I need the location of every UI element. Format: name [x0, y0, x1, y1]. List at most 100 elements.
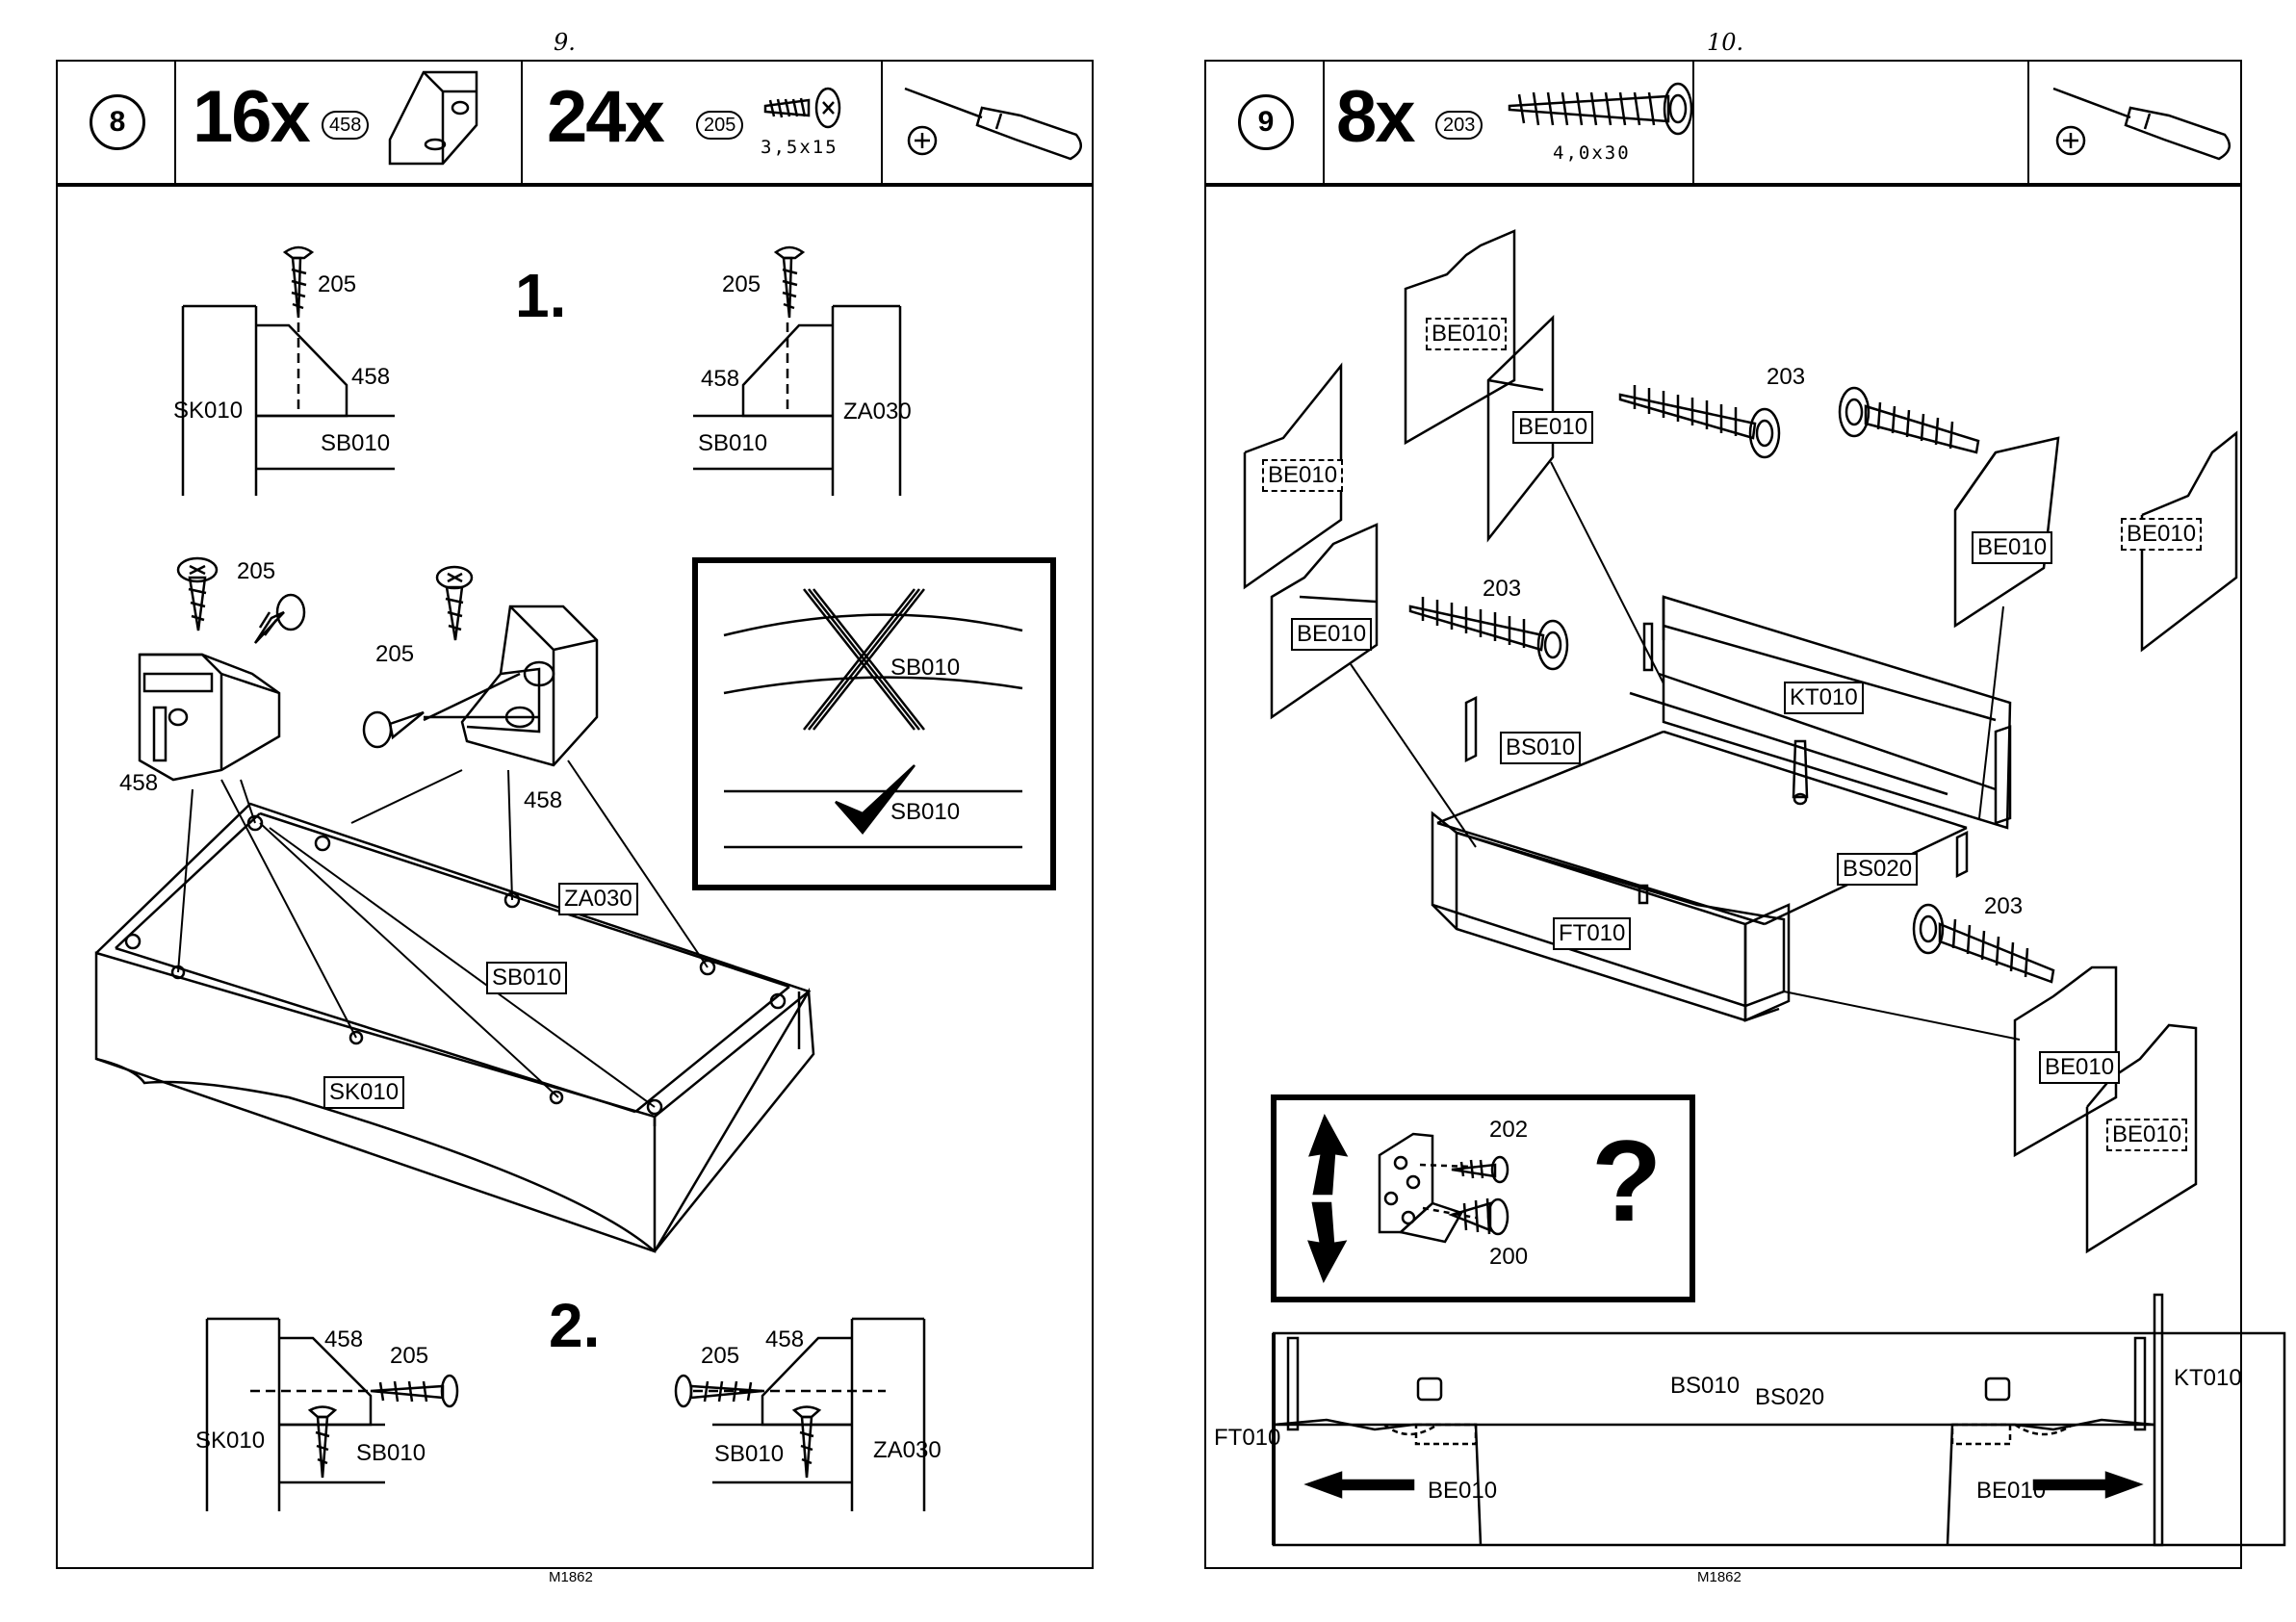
end-panel-right-dashed	[2142, 433, 2236, 650]
arrows-updown-icon	[1309, 1117, 1346, 1280]
label-screw: 203	[1767, 364, 1806, 390]
model-code: M1862	[1697, 1569, 1741, 1585]
detail-1-right	[693, 247, 900, 496]
label-screw: 205	[701, 1343, 740, 1369]
end-panel-right	[1955, 438, 2058, 626]
tag-bottom: SB010	[486, 962, 568, 994]
detail-2-left	[207, 1319, 457, 1511]
label-bracket: 458	[119, 770, 159, 796]
tag-end-dashed: BE010	[1262, 459, 1344, 492]
part-dimension-203: 4,0x30	[1553, 142, 1631, 164]
screwdriver-icon	[905, 89, 1081, 159]
wrong-example	[724, 589, 1022, 730]
label-screw: 205	[318, 271, 357, 297]
detail-2-right	[676, 1319, 924, 1511]
tag-end: BE010	[1512, 411, 1594, 444]
bracket-458-right	[462, 606, 597, 765]
tag-end-dashed: BE010	[1426, 318, 1508, 350]
part-qty-458: 16x	[193, 76, 311, 158]
label-side-1: BS010	[1670, 1373, 1741, 1399]
screw-205-group-right	[364, 567, 539, 747]
tag-foot: FT010	[1553, 917, 1632, 950]
tag-end: BE010	[2039, 1051, 2121, 1084]
tag-headboard: KT010	[1784, 682, 1864, 714]
end-panel-top-dashed	[1406, 231, 1514, 443]
step-panel	[1204, 185, 2242, 1569]
bracket-icon	[390, 72, 477, 164]
assembly-drawing-left	[0, 0, 1148, 1622]
end-panel-left-dashed	[1245, 366, 1341, 587]
label-bottom: SB010	[321, 430, 391, 456]
label-bracket: 458	[524, 787, 563, 813]
screw-203-d	[1914, 905, 2053, 982]
label-bracket: 458	[351, 364, 391, 390]
label-bottom: SB010	[714, 1441, 785, 1467]
substep-2: 2.	[549, 1291, 601, 1360]
label-bottom: SB010	[356, 1440, 426, 1466]
tag-side-2: BS020	[1837, 853, 1919, 886]
plan-view	[1274, 1295, 2284, 1545]
screw-200-icon	[1452, 1198, 1508, 1234]
part-code-458: 458	[322, 111, 370, 140]
tag-end: BE010	[1972, 531, 2053, 564]
right-example	[724, 765, 1022, 847]
label-side: SK010	[173, 398, 244, 424]
screw-203-icon	[1509, 84, 1691, 134]
screwdriver-icon	[2053, 89, 2230, 159]
label-screw: 205	[237, 558, 276, 584]
tag-end-dashed: BE010	[2121, 518, 2203, 551]
label-screw: 205	[722, 271, 761, 297]
tag-end-dashed: BE010	[2106, 1119, 2188, 1151]
part-code-205: 205	[696, 111, 744, 140]
detail-1-left	[183, 247, 395, 496]
bed-frame	[1432, 597, 2010, 1020]
drawer-box	[96, 804, 813, 1251]
step-panel	[56, 185, 1094, 1569]
label-side: SK010	[195, 1428, 266, 1454]
tag-side-1: BS010	[1500, 732, 1582, 764]
label-screw: 203	[1984, 893, 2024, 919]
label-side-2: BS020	[1755, 1384, 1825, 1410]
label-headboard: KT010	[2174, 1365, 2242, 1391]
screw-203-a	[1620, 385, 1779, 457]
tag-end: BE010	[1291, 618, 1373, 651]
screw-205-icon	[765, 89, 839, 127]
screw-205-group-left	[178, 558, 304, 643]
label-bracket: 458	[701, 366, 740, 392]
parts-header	[1204, 60, 2242, 185]
label-bracket: 458	[324, 1326, 364, 1352]
angle-bracket-icon	[1380, 1134, 1476, 1242]
label-rail: ZA030	[873, 1437, 942, 1463]
label-screw: 205	[390, 1343, 429, 1369]
tag-side: SK010	[323, 1076, 405, 1109]
page-number: 9.	[554, 29, 576, 56]
label-fit-screw-202: 202	[1489, 1117, 1529, 1143]
page-number: 10.	[1707, 29, 1744, 56]
model-code: M1862	[549, 1569, 593, 1585]
label-end-left: BE010	[1428, 1478, 1498, 1504]
end-panel-top	[1488, 318, 1553, 539]
label-bracket: 458	[765, 1326, 805, 1352]
part-qty-205: 24x	[547, 76, 665, 158]
bracket-458-left	[140, 655, 279, 780]
screw-203-b	[1840, 388, 1978, 452]
screw-203-c	[1410, 597, 1567, 669]
pointer-lines-right	[1351, 462, 2020, 1040]
fitting-box	[1274, 1097, 1692, 1300]
part-code-203: 203	[1435, 111, 1483, 140]
screw-202-icon	[1452, 1157, 1508, 1182]
parts-header	[56, 60, 1094, 185]
substep-1: 1.	[515, 261, 567, 330]
label-fit-screw-200: 200	[1489, 1244, 1529, 1270]
left-page: 9. 8 16x 458 24x 205 3,5x15	[0, 0, 1148, 1622]
end-panel-left	[1272, 525, 1377, 717]
step-number: 9	[1238, 94, 1294, 150]
right-page: 10. 9 8x 203 4,0x30	[1148, 0, 2296, 1622]
part-qty-203: 8x	[1336, 76, 1416, 158]
label-right: SB010	[890, 799, 961, 825]
part-dimension-205: 3,5x15	[761, 137, 838, 158]
tag-rail: ZA030	[558, 883, 638, 915]
step-number: 8	[90, 94, 145, 150]
label-end-right: BE010	[1976, 1478, 2047, 1504]
pointer-lines-left	[178, 760, 708, 1107]
